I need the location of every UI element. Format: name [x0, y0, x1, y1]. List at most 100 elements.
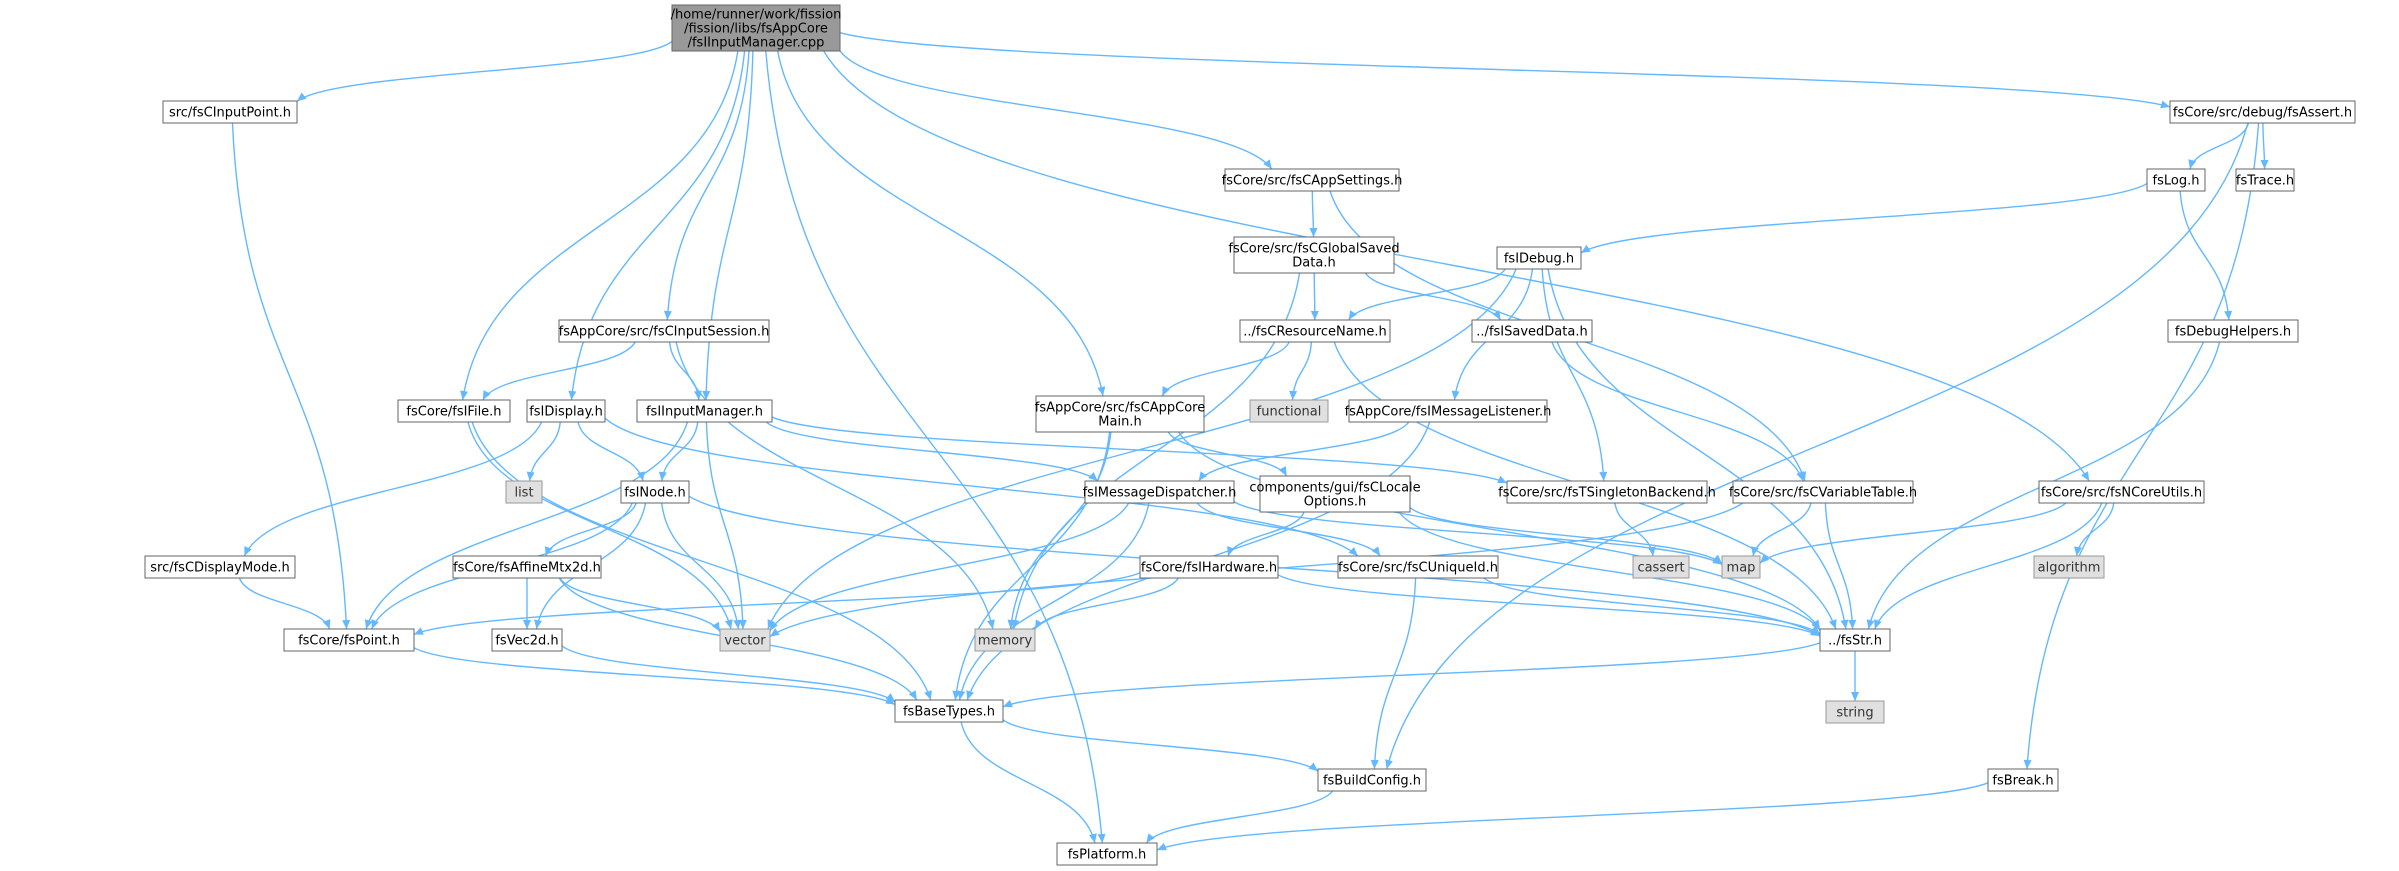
node-box-break	[1987, 768, 2059, 792]
node-root[interactable]: /home/runner/work/fission/fission/libs/f…	[671, 4, 842, 52]
node-idebug[interactable]: fsIDebug.h	[1496, 246, 1582, 270]
node-ihardware[interactable]: fsCore/fsIHardware.h	[1139, 555, 1279, 579]
edge-imessagedispatcher-to-uniqueid	[1196, 502, 1381, 557]
arrowhead-localeoptions-to-ihardware	[1227, 546, 1235, 556]
node-trace[interactable]: fsTrace.h	[2235, 168, 2295, 192]
node-list[interactable]: list	[505, 480, 543, 504]
edge-root-to-appcoremain	[777, 50, 1104, 397]
node-label-str: ../fsStr.h	[1828, 634, 1882, 649]
edge-idebug-to-str	[1547, 268, 1847, 630]
node-box-trace	[2235, 168, 2295, 192]
node-box-point	[283, 628, 415, 652]
node-idisplay[interactable]: fsIDisplay.h	[526, 399, 606, 423]
node-platform[interactable]: fsPlatform.h	[1056, 842, 1158, 866]
node-assert[interactable]: fsCore/src/debug/fsAssert.h	[2169, 100, 2356, 124]
node-label-globalsaved: fsCore/src/fsCGlobalSaved	[1228, 242, 1399, 257]
node-vector[interactable]: vector	[719, 628, 771, 652]
arrowhead-ifile-to-basetypes	[924, 690, 932, 700]
node-variabletable[interactable]: fsCore/src/fsCVariableTable.h	[1729, 480, 1917, 504]
node-iinputmanager[interactable]: fsIInputManager.h	[636, 399, 773, 423]
arrowhead-ncoreutils-to-map	[1760, 554, 1770, 564]
arrowhead-ifile-to-vector	[724, 619, 733, 629]
arrowhead-root-to-appsettings	[1263, 159, 1272, 169]
edge-inputsession-to-ifile	[482, 341, 636, 401]
node-inputsession[interactable]: fsAppCore/src/fsCInputSession.h	[558, 319, 770, 343]
node-vec2d[interactable]: fsVec2d.h	[491, 628, 563, 652]
node-label-platform: fsPlatform.h	[1068, 848, 1147, 863]
node-point[interactable]: fsCore/fsPoint.h	[283, 628, 415, 652]
node-imessagelistener[interactable]: fsAppCore/fsIMessageListener.h	[1345, 399, 1552, 423]
node-displaymode[interactable]: src/fsCDisplayMode.h	[144, 555, 296, 579]
node-appsettings[interactable]: fsCore/src/fsCAppSettings.h	[1222, 168, 1403, 192]
edge-basetypes-to-platform	[960, 721, 1096, 844]
node-isaveddata[interactable]: ../fsISavedData.h	[1471, 319, 1593, 343]
node-box-cassert	[1632, 555, 1690, 579]
arrowhead-globalsaved-to-isaveddata	[1492, 310, 1501, 320]
arrowhead-imessagedispatcher-to-basetypes	[957, 690, 966, 700]
edge-isaveddata-to-variabletable	[1551, 341, 1804, 482]
node-box-basetypes	[894, 699, 1004, 723]
node-imessagedispatcher[interactable]: fsIMessageDispatcher.h	[1083, 480, 1237, 504]
node-label-appcoremain: Main.h	[1098, 415, 1141, 430]
node-label-globalsaved: Data.h	[1292, 256, 1335, 271]
node-break[interactable]: fsBreak.h	[1987, 768, 2059, 792]
arrowhead-variabletable-to-map	[1751, 546, 1759, 556]
node-cassert[interactable]: cassert	[1632, 555, 1690, 579]
node-tsingleton[interactable]: fsCore/src/fsTSingletonBackend.h	[1498, 480, 1716, 504]
arrowhead-vec2d-to-basetypes	[885, 693, 895, 702]
node-uniqueid[interactable]: fsCore/src/fsCUniqueId.h	[1337, 555, 1499, 579]
arrowhead-iinputmanager-to-inode	[658, 471, 667, 481]
edge-inputpoint-to-point	[231, 122, 348, 630]
node-box-displaymode	[144, 555, 296, 579]
node-ncoreutils[interactable]: fsCore/src/fsNCoreUtils.h	[2038, 480, 2205, 504]
graph-edges	[231, 32, 2269, 851]
node-buildconfig[interactable]: fsBuildConfig.h	[1317, 768, 1427, 792]
node-map[interactable]: map	[1721, 555, 1761, 579]
node-basetypes[interactable]: fsBaseTypes.h	[894, 699, 1004, 723]
arrowhead-inputpoint-to-point	[342, 619, 351, 629]
edge-idebug-to-resourcename	[1348, 268, 1506, 321]
edge-uniqueid-to-buildconfig	[1373, 577, 1417, 770]
arrowhead-basetypes-to-platform	[1088, 833, 1097, 843]
node-string[interactable]: string	[1825, 700, 1885, 724]
node-label-displaymode: src/fsCDisplayMode.h	[150, 561, 290, 576]
edge-ncoreutils-to-map	[1759, 502, 2067, 564]
node-label-uniqueid: fsCore/src/fsCUniqueId.h	[1338, 561, 1498, 576]
edge-ifile-to-basetypes	[471, 421, 932, 701]
node-label-vector: vector	[724, 634, 766, 649]
node-inputpoint[interactable]: src/fsCInputPoint.h	[162, 100, 298, 124]
node-label-inputsession: fsAppCore/src/fsCInputSession.h	[559, 325, 770, 340]
arrowhead-idebug-to-imessagelistener	[1451, 390, 1460, 400]
arrowhead-affinemtx-to-vec2d	[523, 620, 531, 629]
node-debughelpers[interactable]: fsDebugHelpers.h	[2167, 319, 2299, 343]
node-label-debughelpers: fsDebugHelpers.h	[2175, 325, 2291, 340]
node-functional[interactable]: functional	[1249, 399, 1329, 423]
arrowhead-assert-to-break	[2023, 759, 2032, 769]
node-label-cassert: cassert	[1637, 561, 1684, 576]
node-label-trace: fsTrace.h	[2236, 174, 2294, 189]
node-label-variabletable: fsCore/src/fsCVariableTable.h	[1729, 486, 1917, 501]
node-label-resourcename: ../fsCResourceName.h	[1243, 325, 1386, 340]
node-box-inputpoint	[162, 100, 298, 124]
node-box-appcoremain	[1035, 395, 1205, 433]
node-str[interactable]: ../fsStr.h	[1819, 628, 1891, 652]
node-ifile[interactable]: fsCore/fsIFile.h	[397, 399, 511, 423]
node-label-imessagedispatcher: fsIMessageDispatcher.h	[1083, 486, 1237, 501]
node-log[interactable]: fsLog.h	[2146, 168, 2206, 192]
arrowhead-localeoptions-to-map	[1712, 554, 1722, 564]
edge-iinputmanager-to-inode	[661, 421, 699, 482]
arrowhead-str-to-basetypes	[1003, 699, 1013, 708]
node-memory[interactable]: memory	[974, 628, 1036, 652]
node-resourcename[interactable]: ../fsCResourceName.h	[1239, 319, 1391, 343]
node-label-string: string	[1836, 706, 1873, 721]
node-affinemtx[interactable]: fsCore/fsAffineMtx2d.h	[452, 555, 602, 579]
node-inode[interactable]: fsINode.h	[620, 480, 690, 504]
arrowhead-inputsession-to-memory	[987, 619, 995, 629]
node-algorithm[interactable]: algorithm	[2033, 555, 2105, 579]
arrowhead-root-to-inputpoint	[297, 92, 307, 102]
arrowhead-appcoremain-to-localeoptions	[1278, 466, 1287, 476]
edge-imessagedispatcher-to-basetypes	[958, 502, 1150, 701]
